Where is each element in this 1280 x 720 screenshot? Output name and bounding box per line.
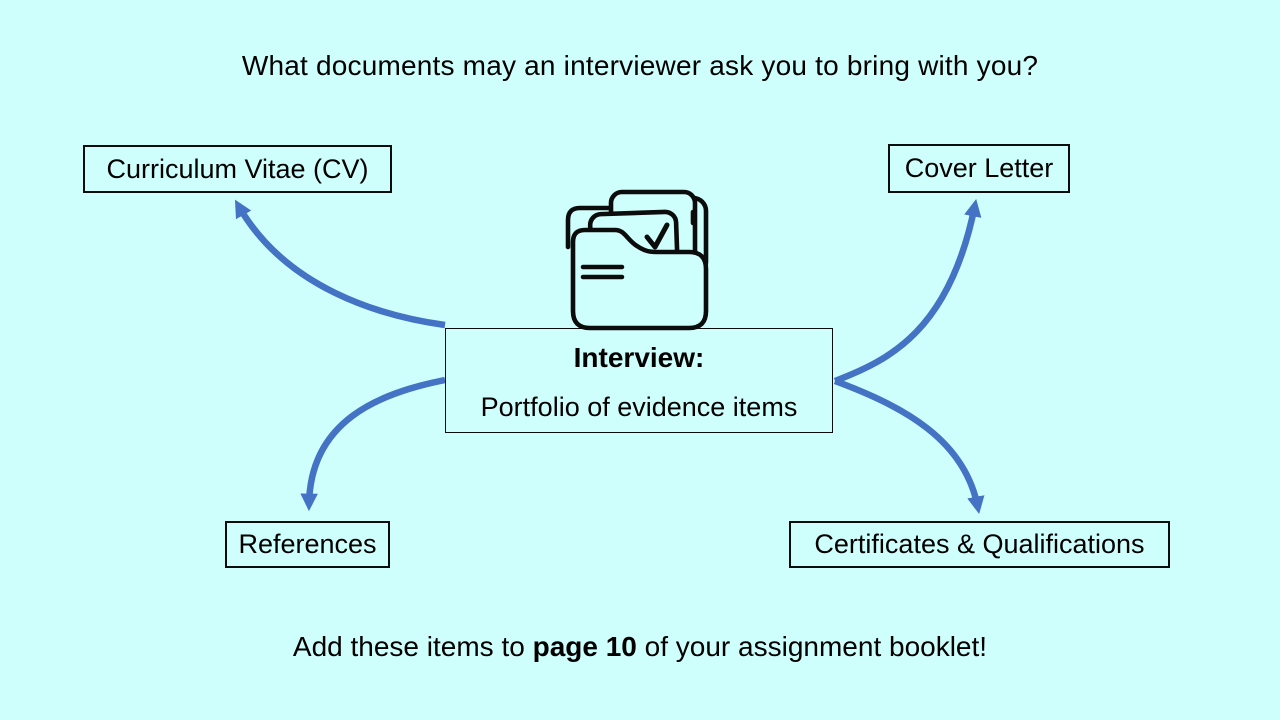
node-label: Certificates & Qualifications — [814, 529, 1145, 559]
footer-text-suffix: of your assignment booklet! — [636, 631, 988, 662]
node-cover-letter: Cover Letter — [888, 144, 1070, 193]
node-curriculum-vitae: Curriculum Vitae (CV) — [83, 145, 392, 193]
node-label: Curriculum Vitae (CV) — [106, 153, 369, 184]
center-node-subheading: Portfolio of evidence items — [480, 392, 798, 422]
center-node-interview-portfolio: Interview: Portfolio of evidence items — [445, 328, 833, 433]
connector-arrow-references — [300, 376, 446, 512]
center-node-heading: Interview: — [573, 342, 705, 373]
node-label: References — [238, 529, 377, 559]
connector-arrow-cover-letter — [833, 198, 982, 385]
node-label: Cover Letter — [904, 153, 1054, 183]
connector-arrow-certificates — [833, 377, 985, 515]
node-references: References — [225, 521, 390, 568]
slide-title: What documents may an interviewer ask yo… — [241, 50, 1039, 81]
connector-arrow-curriculum-vitae — [234, 199, 446, 329]
footer-instruction: Add these items to page 10 of your assig… — [0, 631, 1280, 663]
documents-folder-check-icon — [565, 189, 709, 331]
footer-text-bold: page 10 — [532, 631, 637, 662]
node-certificates-qualifications: Certificates & Qualifications — [789, 521, 1170, 568]
footer-text-prefix: Add these items to — [292, 631, 533, 662]
